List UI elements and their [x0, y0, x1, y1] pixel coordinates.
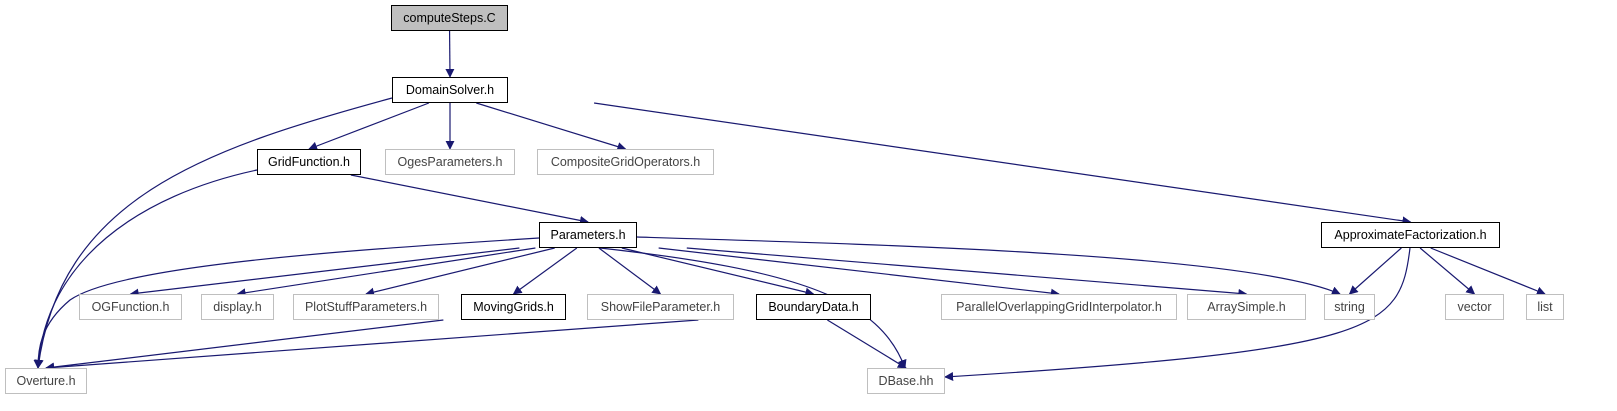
edge-ApproximateFactorization-to-list: [1430, 247, 1546, 296]
node-DBase: DBase.hh: [867, 368, 945, 394]
node-list: list: [1526, 294, 1564, 320]
node-DomainSolver[interactable]: DomainSolver.h: [392, 77, 508, 103]
node-display: display.h: [201, 294, 274, 320]
edge-Parameters-to-string: [636, 236, 1341, 295]
node-string: string: [1324, 294, 1375, 320]
edge-Parameters-to-ArraySimple: [686, 247, 1248, 298]
node-Parameters[interactable]: Parameters.h: [539, 222, 637, 248]
edge-Parameters-to-display: [236, 247, 536, 298]
node-BoundaryData[interactable]: BoundaryData.h: [756, 294, 871, 320]
node-computeSteps[interactable]: computeSteps.C: [391, 5, 508, 31]
edge-BoundaryData-to-Overture: [45, 319, 699, 372]
edge-DomainSolver-to-GridFunction: [308, 102, 430, 151]
node-ArraySimple: ArraySimple.h: [1187, 294, 1306, 320]
node-OGFunction: OGFunction.h: [79, 294, 182, 320]
edge-Parameters-to-PlotStuffParameters: [365, 247, 555, 297]
edge-DomainSolver-to-ApproximateFactorization: [593, 102, 1412, 226]
node-ShowFileParameter: ShowFileParameter.h: [587, 294, 734, 320]
node-ApproximateFactorization[interactable]: ApproximateFactorization.h: [1321, 222, 1500, 248]
edge-Parameters-to-MovingGrids: [512, 247, 578, 295]
node-PlotStuffParameters: PlotStuffParameters.h: [293, 294, 439, 320]
edge-ApproximateFactorization-to-string: [1348, 247, 1402, 295]
edge-DomainSolver-to-Overture: [34, 97, 393, 369]
node-Overture: Overture.h: [5, 368, 87, 394]
edge-BoundaryData-to-DBase: [827, 319, 907, 369]
edge-GridFunction-to-Overture: [34, 169, 258, 369]
edge-Parameters-to-ParallelOverlappingGridInterpolator: [658, 247, 1060, 298]
edge-Parameters-to-OGFunction: [129, 247, 520, 298]
edge-layer: [33, 30, 1546, 381]
node-CompositeGridOperators: CompositeGridOperators.h: [537, 149, 714, 175]
edge-Parameters-to-ShowFileParameter: [598, 247, 662, 295]
edge-ApproximateFactorization-to-DBase: [944, 247, 1411, 381]
edge-DomainSolver-to-CompositeGridOperators: [476, 102, 627, 151]
node-ParallelOverlappingGridInterpolator: ParallelOverlappingGridInterpolator.h: [941, 294, 1177, 320]
node-GridFunction[interactable]: GridFunction.h: [257, 149, 361, 175]
node-MovingGrids[interactable]: MovingGrids.h: [461, 294, 566, 320]
edge-GridFunction-to-Parameters: [350, 174, 589, 225]
edge-Parameters-to-BoundaryData: [621, 247, 815, 297]
edge-Parameters-to-DBase: [599, 247, 907, 369]
edge-Parameters-to-Overture: [33, 237, 540, 369]
edge-MovingGrids-to-Overture: [45, 319, 444, 372]
node-OgesParameters: OgesParameters.h: [385, 149, 515, 175]
edge-ApproximateFactorization-to-vector: [1419, 247, 1476, 295]
node-vector: vector: [1445, 294, 1504, 320]
